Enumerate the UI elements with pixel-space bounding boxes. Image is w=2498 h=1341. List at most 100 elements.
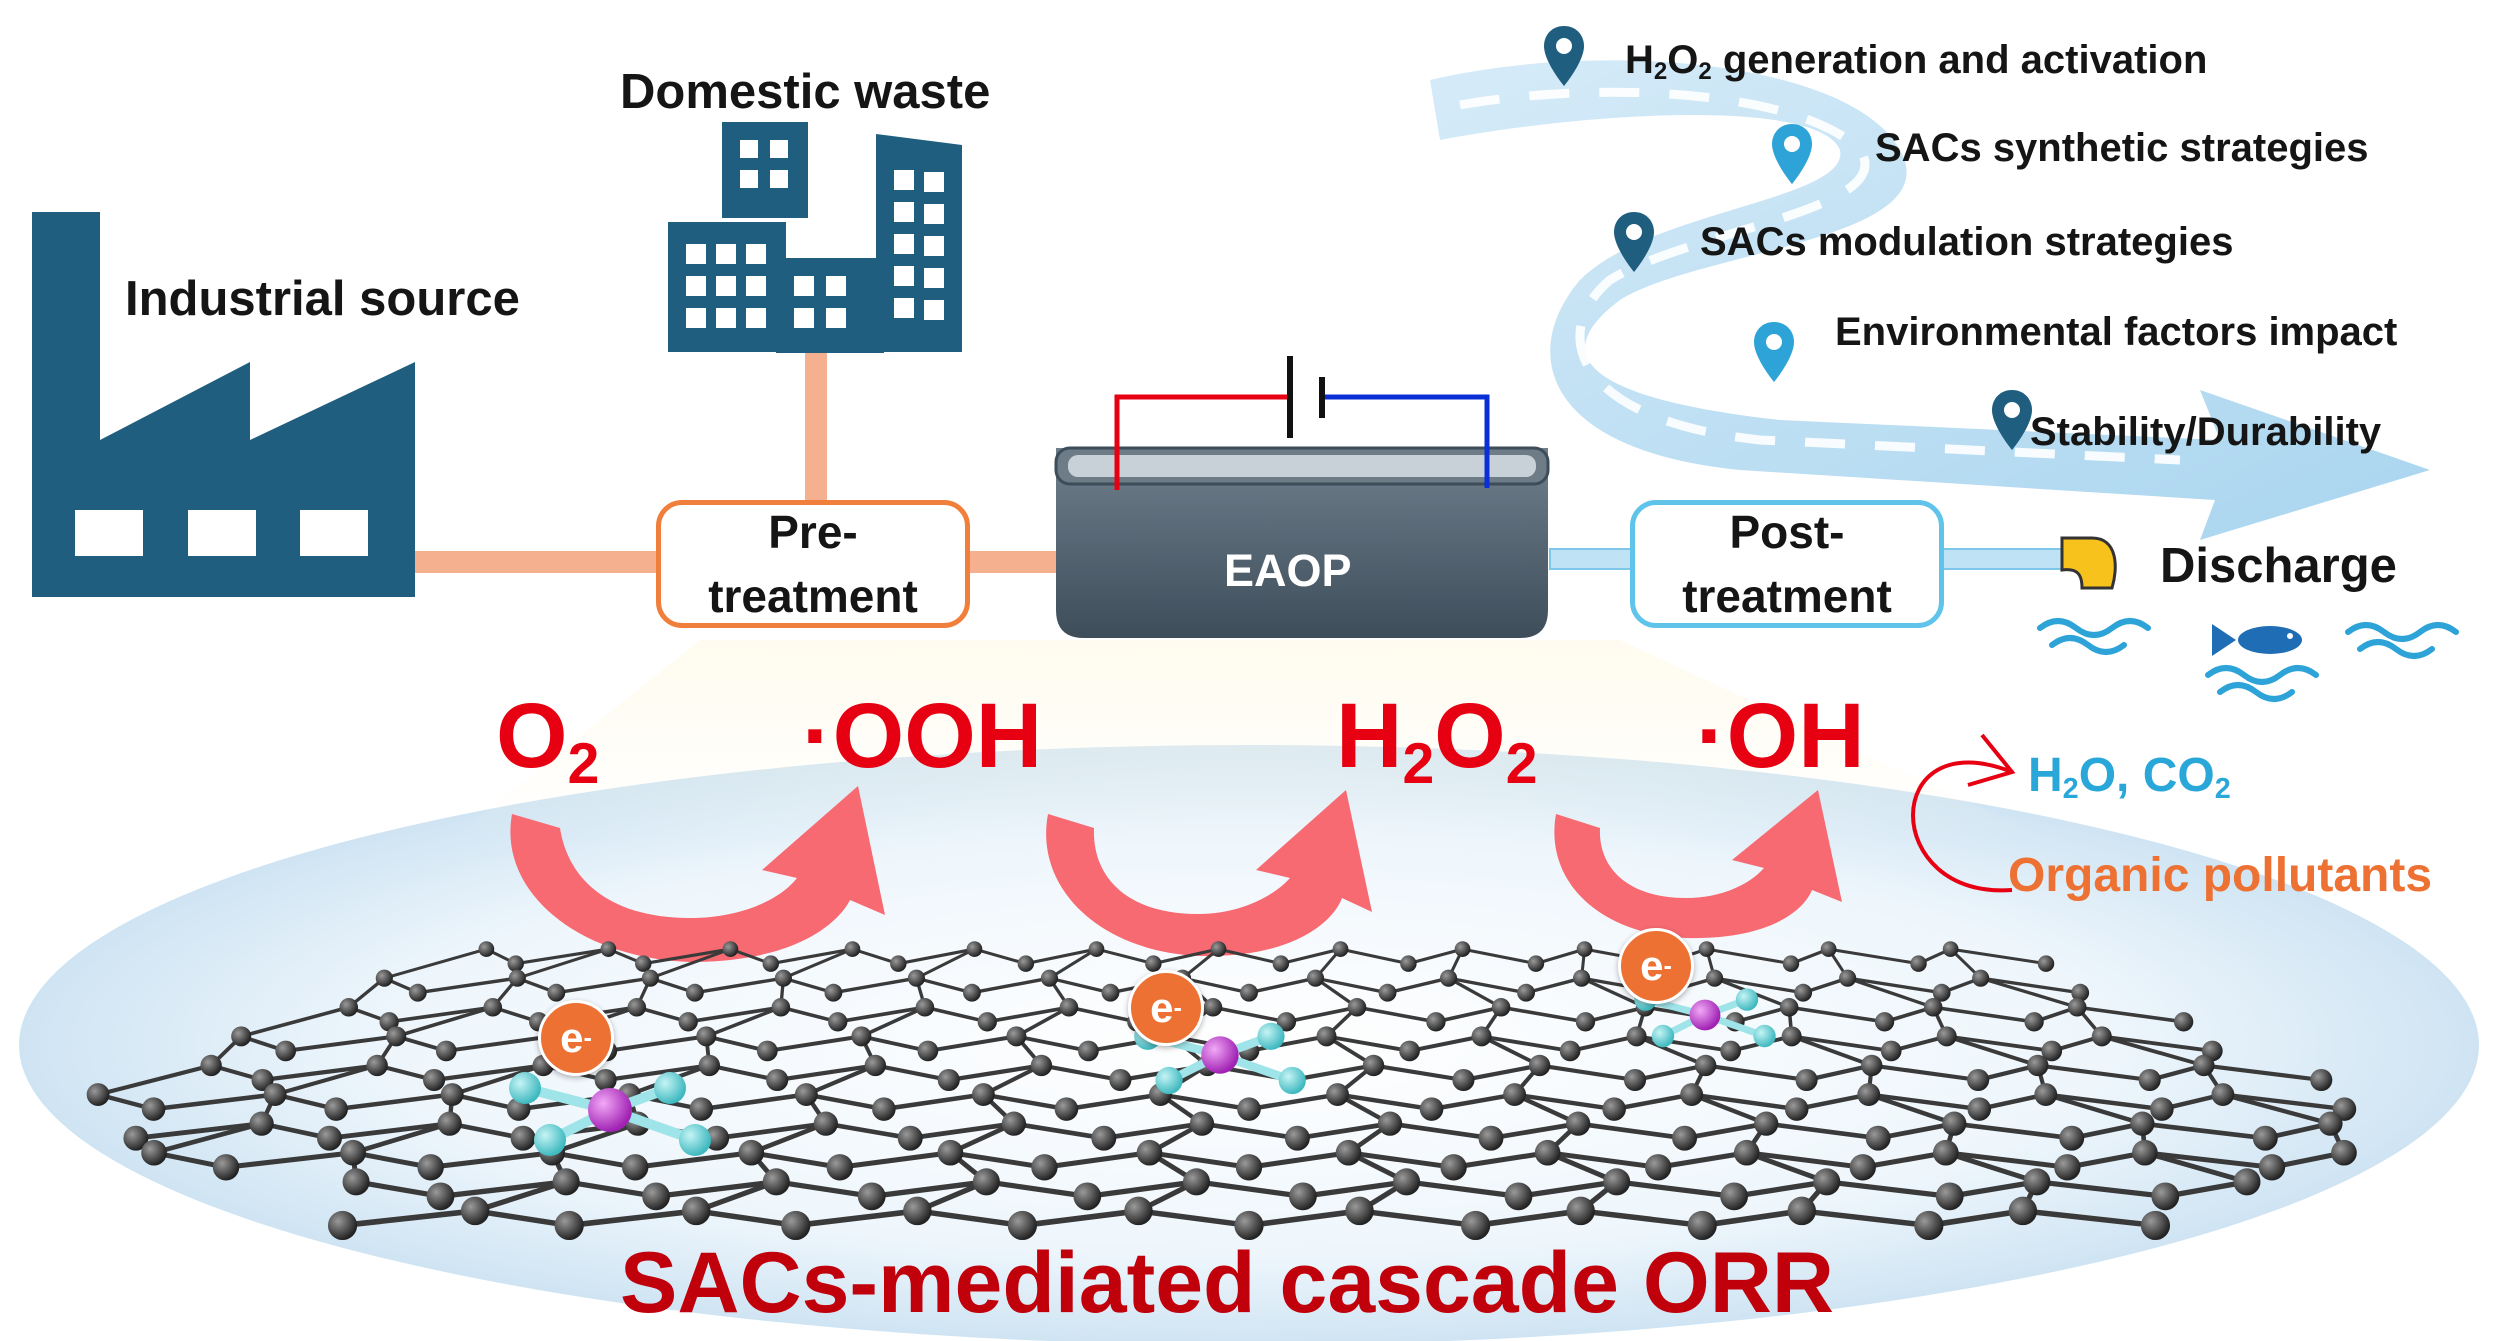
graphene-bond: [927, 1034, 1017, 1053]
graphene-bond: [2037, 1063, 2150, 1083]
carbon-atom: [1779, 997, 1799, 1017]
carbon-atom: [622, 1154, 649, 1181]
carbon-atom: [1935, 1182, 1964, 1211]
graphene-bond: [449, 1121, 524, 1141]
carbon-atom: [1399, 1040, 1420, 1062]
carbon-atom: [635, 955, 652, 972]
graphene-bond: [2045, 1092, 2163, 1112]
graphene-bond: [1160, 1092, 1250, 1112]
nitrogen-atom: [534, 1124, 566, 1156]
pipe-domestic-down: [805, 345, 827, 500]
carbon-atom: [966, 941, 983, 957]
carbon-atom: [1306, 969, 1325, 987]
carbon-atom: [231, 1026, 252, 1047]
carbon-atom: [2023, 1168, 2051, 1196]
graphene-bond: [1847, 976, 1934, 1009]
graphene-bond: [1806, 1063, 1873, 1083]
carbon-atom: [1471, 1026, 1492, 1047]
carbon-atom: [1517, 983, 1535, 1002]
carbon-atom: [771, 997, 791, 1017]
graphene-bond: [860, 1005, 926, 1038]
carbon-atom: [963, 983, 981, 1002]
graphene-bond: [1657, 1150, 1748, 1170]
graphene-bond: [1585, 1005, 1646, 1024]
graphene-bond: [1337, 1092, 1432, 1112]
graphene-bond: [1616, 1179, 1735, 1199]
carbon-atom: [704, 1125, 730, 1151]
graphene-bond: [135, 1121, 262, 1141]
single-metal-atom: [1689, 999, 1721, 1031]
carbon-atom: [1073, 1182, 1102, 1211]
carbon-atom: [698, 1054, 721, 1077]
roadmap-item-5: Stability/Durability: [2030, 410, 2382, 454]
carbon-atom: [1880, 1040, 1902, 1062]
carbon-atom: [2041, 1040, 2063, 1062]
carbon-atom: [1461, 1210, 1491, 1241]
graphene-bond: [433, 1063, 544, 1083]
carbon-atom: [685, 983, 704, 1002]
carbon-atom: [678, 1012, 698, 1032]
graphene-bond: [1356, 1005, 1437, 1024]
roadmap-item-1: H2O2 generation and activation: [1625, 38, 2208, 85]
graphene-bond: [568, 1208, 697, 1229]
graphene-bond: [2222, 1092, 2345, 1112]
species-ooh: ·OOH: [802, 685, 1043, 787]
nitrogen-atom: [1155, 1066, 1183, 1095]
graphene-bond: [1765, 1121, 1879, 1141]
graphene-bond: [1950, 947, 2047, 966]
carbon-atom: [1839, 969, 1857, 987]
graphene-bond: [556, 976, 651, 995]
graphene-bond: [1248, 1092, 1338, 1112]
pipe-posttreatment-to-outlet: [1941, 548, 2065, 570]
graphene-bond: [924, 1005, 988, 1024]
graphene-bond: [1315, 976, 1388, 995]
carbon-atom: [249, 1111, 274, 1136]
nitrogen-atom: [654, 1072, 686, 1104]
graphene-bond: [986, 1005, 1070, 1024]
graphene-bond: [1946, 1034, 2053, 1053]
pretreatment-label: Pre- treatment: [708, 506, 918, 622]
graphene-bond: [1248, 1208, 1360, 1229]
graphene-bond: [1705, 1063, 1807, 1083]
graphene-bond: [883, 1092, 984, 1112]
carbon-atom: [2071, 983, 2090, 1002]
carbon-atom: [1378, 983, 1397, 1002]
carbon-atom: [123, 1125, 149, 1151]
carbon-atom: [2091, 1026, 2112, 1047]
graphene-bond: [983, 1092, 1067, 1112]
graphene-bond: [986, 1179, 1088, 1199]
carbon-atom: [1784, 1097, 1809, 1121]
graphene-bond: [1066, 1092, 1161, 1112]
carbon-atom: [317, 1125, 342, 1151]
carbon-atom: [794, 1083, 818, 1106]
graphene-bond: [770, 947, 853, 966]
single-metal-atom: [1201, 1036, 1239, 1074]
graphene-bond: [1788, 1005, 1885, 1024]
carbon-atom: [971, 1083, 995, 1106]
carbon-atom: [600, 941, 617, 957]
carbon-atom: [435, 1040, 457, 1062]
carbon-atom: [1088, 941, 1105, 957]
carbon-atom: [890, 955, 907, 972]
carbon-atom: [897, 1125, 923, 1151]
graphene-bond: [1297, 1121, 1391, 1141]
graphene-bond: [2101, 1034, 2213, 1053]
graphene-bond: [451, 1063, 544, 1097]
location-pin-icon: [1772, 124, 1812, 184]
carbon-atom: [2252, 1125, 2278, 1151]
graphene-bond: [1691, 1092, 1798, 1112]
pretreatment-box: Pre- treatment: [656, 500, 970, 628]
graphene-bond: [551, 1121, 639, 1155]
graphene-bond: [474, 1179, 567, 1214]
graphene-bond: [1448, 976, 1527, 995]
graphene-bond: [767, 1034, 862, 1053]
graphene-bond: [1701, 1208, 1803, 1229]
carbon-atom: [762, 1168, 790, 1196]
cascade-arrow-3: [1554, 790, 1842, 939]
carbon-atom: [2130, 1111, 2155, 1136]
carbon-atom: [1645, 1154, 1672, 1181]
carbon-atom: [977, 1012, 997, 1032]
carbon-atom: [1603, 1168, 1631, 1196]
carbon-atom: [1575, 1012, 1596, 1032]
carbon-atom: [1031, 1154, 1058, 1181]
